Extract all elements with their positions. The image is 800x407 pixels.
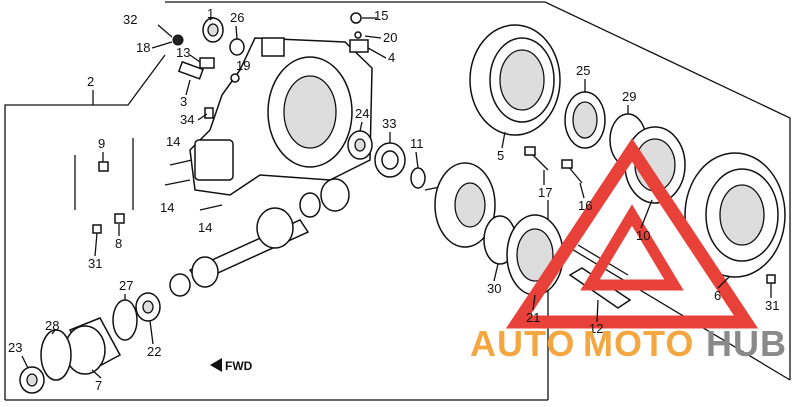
bearing-group-upper <box>347 130 426 189</box>
label-6: 6 <box>714 288 721 303</box>
label-12: 12 <box>589 321 603 336</box>
label-1: 1 <box>207 6 214 21</box>
watermark-auto: AUTO <box>470 323 575 364</box>
label-15: 15 <box>374 8 388 23</box>
lower-left-parts <box>19 292 161 394</box>
label-13: 13 <box>176 45 190 60</box>
label-14c: 14 <box>198 220 212 235</box>
label-27: 27 <box>119 278 133 293</box>
housing-cover <box>469 24 561 136</box>
watermark-logo <box>505 138 759 329</box>
label-25: 25 <box>576 63 590 78</box>
label-2: 2 <box>87 74 94 89</box>
callout-labels: 1 2 3 4 5 6 7 8 9 10 11 12 13 14 14 14 1… <box>8 6 779 393</box>
label-17: 17 <box>538 185 552 200</box>
stud-bolts <box>164 159 223 211</box>
fwd-arrow-icon <box>210 358 222 372</box>
hub-cover <box>684 152 786 278</box>
fasteners-top-left <box>157 12 369 119</box>
fwd-label: FWD <box>225 359 253 373</box>
label-20: 20 <box>383 30 397 45</box>
pinion-shaft <box>169 178 350 297</box>
leader-lines <box>21 17 772 379</box>
label-11: 11 <box>410 136 424 151</box>
label-19: 19 <box>236 58 250 73</box>
label-23: 23 <box>8 340 22 355</box>
label-26: 26 <box>230 10 244 25</box>
watermark-moto: MOTO <box>583 323 694 364</box>
label-32: 32 <box>123 12 137 27</box>
frame-left <box>4 54 166 400</box>
fwd-indicator: FWD <box>210 358 253 373</box>
label-14b: 14 <box>160 200 174 215</box>
label-28: 28 <box>45 318 59 333</box>
label-24: 24 <box>355 106 369 121</box>
label-30: 30 <box>487 281 501 296</box>
label-31a: 31 <box>88 256 102 271</box>
label-4: 4 <box>388 50 395 65</box>
label-18: 18 <box>136 40 150 55</box>
label-33: 33 <box>382 116 396 131</box>
label-34: 34 <box>180 112 194 127</box>
label-5: 5 <box>497 148 504 163</box>
label-3: 3 <box>180 94 187 109</box>
label-21: 21 <box>526 310 540 325</box>
label-7: 7 <box>95 378 102 393</box>
watermark-text: AUTO MOTO HUB <box>470 323 787 364</box>
frame-main <box>165 1 791 380</box>
label-22: 22 <box>147 344 161 359</box>
label-31b: 31 <box>765 298 779 313</box>
label-16: 16 <box>578 198 592 213</box>
seals-right <box>564 91 686 204</box>
label-14a: 14 <box>166 134 180 149</box>
label-8: 8 <box>115 236 122 251</box>
label-29: 29 <box>622 89 636 104</box>
watermark-hub: HUB <box>706 323 787 364</box>
label-10: 10 <box>636 228 650 243</box>
final-gear-case <box>189 37 373 196</box>
label-9: 9 <box>98 136 105 151</box>
bolts-middle <box>524 146 583 184</box>
ring-gear <box>424 162 496 248</box>
